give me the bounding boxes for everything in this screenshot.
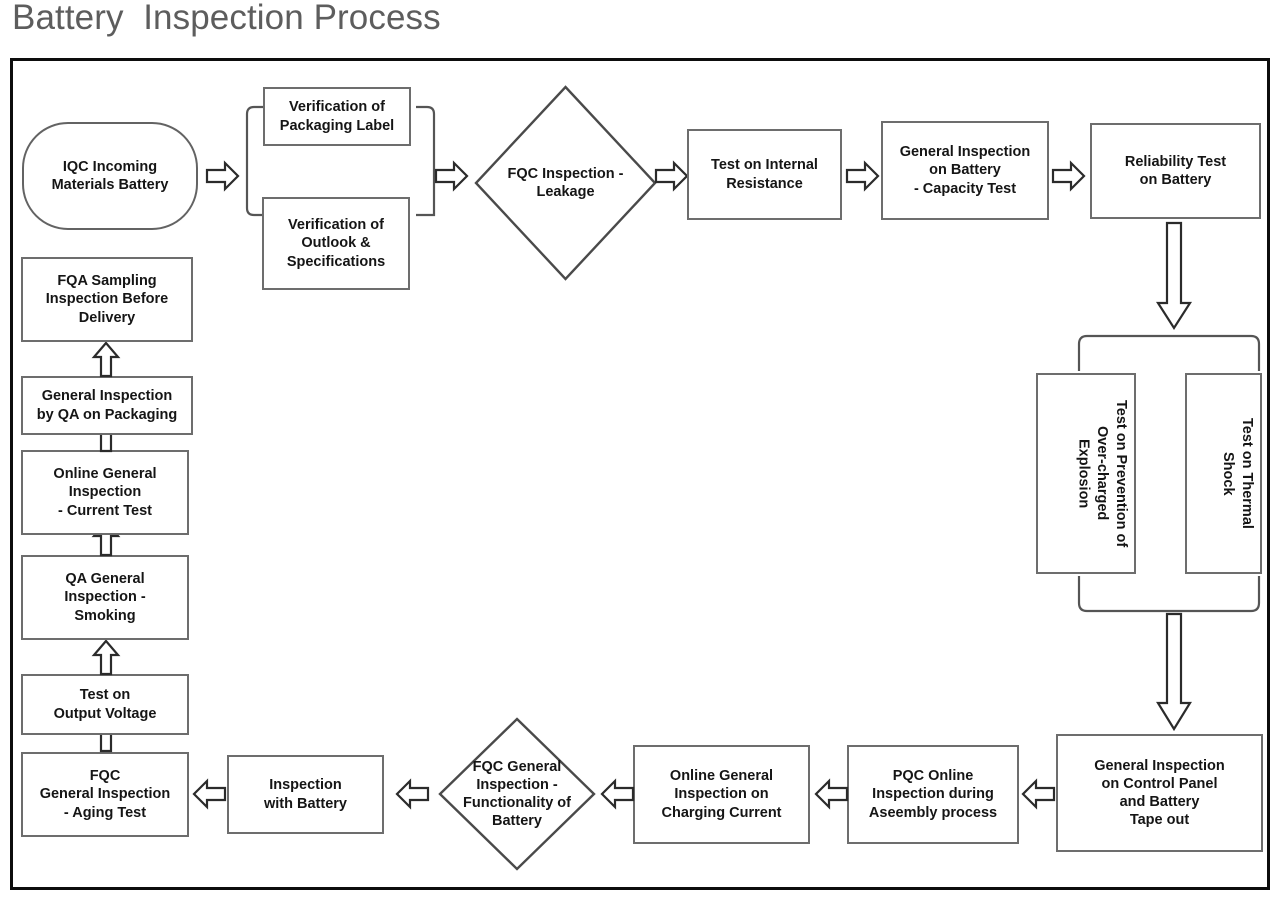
node-general-inspection-capacity-test[interactable]: General Inspection on Battery - Capacity… [881, 121, 1049, 220]
node-online-general-inspection-current-test[interactable]: Online General Inspection - Current Test [21, 450, 189, 535]
arrow-up-qa-packaging-to-fqa-sampling [91, 341, 121, 378]
node-label: General Inspection on Battery - Capacity… [899, 144, 1031, 197]
node-label: FQC General Inspection - Aging Test [39, 768, 171, 821]
node-test-on-output-voltage[interactable]: Test on Output Voltage [21, 674, 189, 735]
arrow-left-charging-current-to-fqc-functionality [600, 778, 635, 810]
arrow-left-inspection-with-battery-to-fqc-aging [192, 778, 227, 810]
arrow-down-tests-to-control-panel [1156, 612, 1192, 732]
arrow-up-output-voltage-to-qa-smoking [91, 639, 121, 676]
node-test-prevention-overcharged-explosion[interactable]: Test on Prevention of Over-charged Explo… [1036, 373, 1136, 574]
node-label: Inspection with Battery [264, 777, 347, 812]
node-label: Test on Prevention of Over-charged Explo… [1075, 399, 1129, 548]
arrow-left-control-panel-to-pqc [1021, 778, 1056, 810]
node-verification-packaging-label[interactable]: Verification of Packaging Label [263, 87, 411, 146]
node-label: General Inspection by QA on Packaging [36, 388, 178, 423]
node-fqc-general-inspection-functionality[interactable]: FQC General Inspection - Functionality o… [437, 716, 597, 872]
node-label: FQA Sampling Inspection Before Delivery [45, 273, 169, 326]
arrow-left-pqc-to-charging-current [814, 778, 849, 810]
node-label: Test on Output Voltage [53, 687, 157, 722]
node-pqc-online-inspection-assembly[interactable]: PQC Online Inspection during Aseembly pr… [847, 745, 1019, 844]
node-online-general-inspection-charging-current[interactable]: Online General Inspection on Charging Cu… [633, 745, 810, 844]
node-label: General Inspection on Control Panel and … [1094, 757, 1225, 829]
arrow-right-verification-to-fqc-leakage [434, 160, 469, 192]
bracket-verification-right [416, 105, 436, 217]
node-label: Test on Thermal Shock [1220, 418, 1255, 529]
bracket-tests-bottom [1077, 576, 1261, 613]
node-label: Verification of Outlook & Specifications [286, 217, 386, 270]
node-label: Test on Internal Resistance [711, 157, 818, 192]
node-iqc-incoming-materials-battery[interactable]: IQC Incoming Materials Battery [22, 122, 198, 230]
node-test-internal-resistance[interactable]: Test on Internal Resistance [687, 129, 842, 220]
node-general-inspection-by-qa-on-packaging[interactable]: General Inspection by QA on Packaging [21, 376, 193, 435]
node-label: QA General Inspection - Smoking [64, 571, 146, 624]
diamond-shape [438, 717, 596, 871]
arrow-right-internal-resistance-to-capacity [845, 160, 880, 192]
node-test-thermal-shock[interactable]: Test on Thermal Shock [1185, 373, 1262, 574]
diamond-shape [474, 85, 657, 281]
node-label: PQC Online Inspection during Aseembly pr… [868, 768, 998, 821]
node-general-inspection-control-panel[interactable]: General Inspection on Control Panel and … [1056, 734, 1263, 852]
node-label: Online General Inspection on Charging Cu… [661, 768, 782, 821]
node-fqa-sampling-inspection-before-delivery[interactable]: FQA Sampling Inspection Before Delivery [21, 257, 193, 342]
arrow-right-capacity-to-reliability [1051, 160, 1086, 192]
arrow-down-reliability-to-tests [1155, 221, 1193, 331]
node-fqc-inspection-leakage[interactable]: FQC Inspection - Leakage [473, 84, 658, 282]
node-label: IQC Incoming Materials Battery [51, 158, 169, 193]
node-fqc-general-inspection-aging-test[interactable]: FQC General Inspection - Aging Test [21, 752, 189, 837]
node-label: Reliability Test on Battery [1124, 153, 1227, 188]
arrow-right-leakage-to-internal-resistance [654, 160, 689, 192]
node-label: Verification of Packaging Label [279, 99, 395, 134]
arrow-left-fqc-functionality-to-inspection-with-battery [395, 778, 430, 810]
node-label: Online General Inspection - Current Test [53, 466, 157, 519]
bracket-tests-top [1077, 334, 1261, 371]
node-verification-outlook-specifications[interactable]: Verification of Outlook & Specifications [262, 197, 410, 290]
page-title: Battery Inspection Process [12, 0, 441, 37]
node-inspection-with-battery[interactable]: Inspection with Battery [227, 755, 384, 834]
node-qa-general-inspection-smoking[interactable]: QA General Inspection - Smoking [21, 555, 189, 640]
arrow-right-iqc-to-verification [205, 160, 240, 192]
bracket-verification-left [245, 105, 265, 217]
node-reliability-test-on-battery[interactable]: Reliability Test on Battery [1090, 123, 1261, 219]
diagram-frame: IQC Incoming Materials Battery Verificat… [10, 58, 1270, 890]
